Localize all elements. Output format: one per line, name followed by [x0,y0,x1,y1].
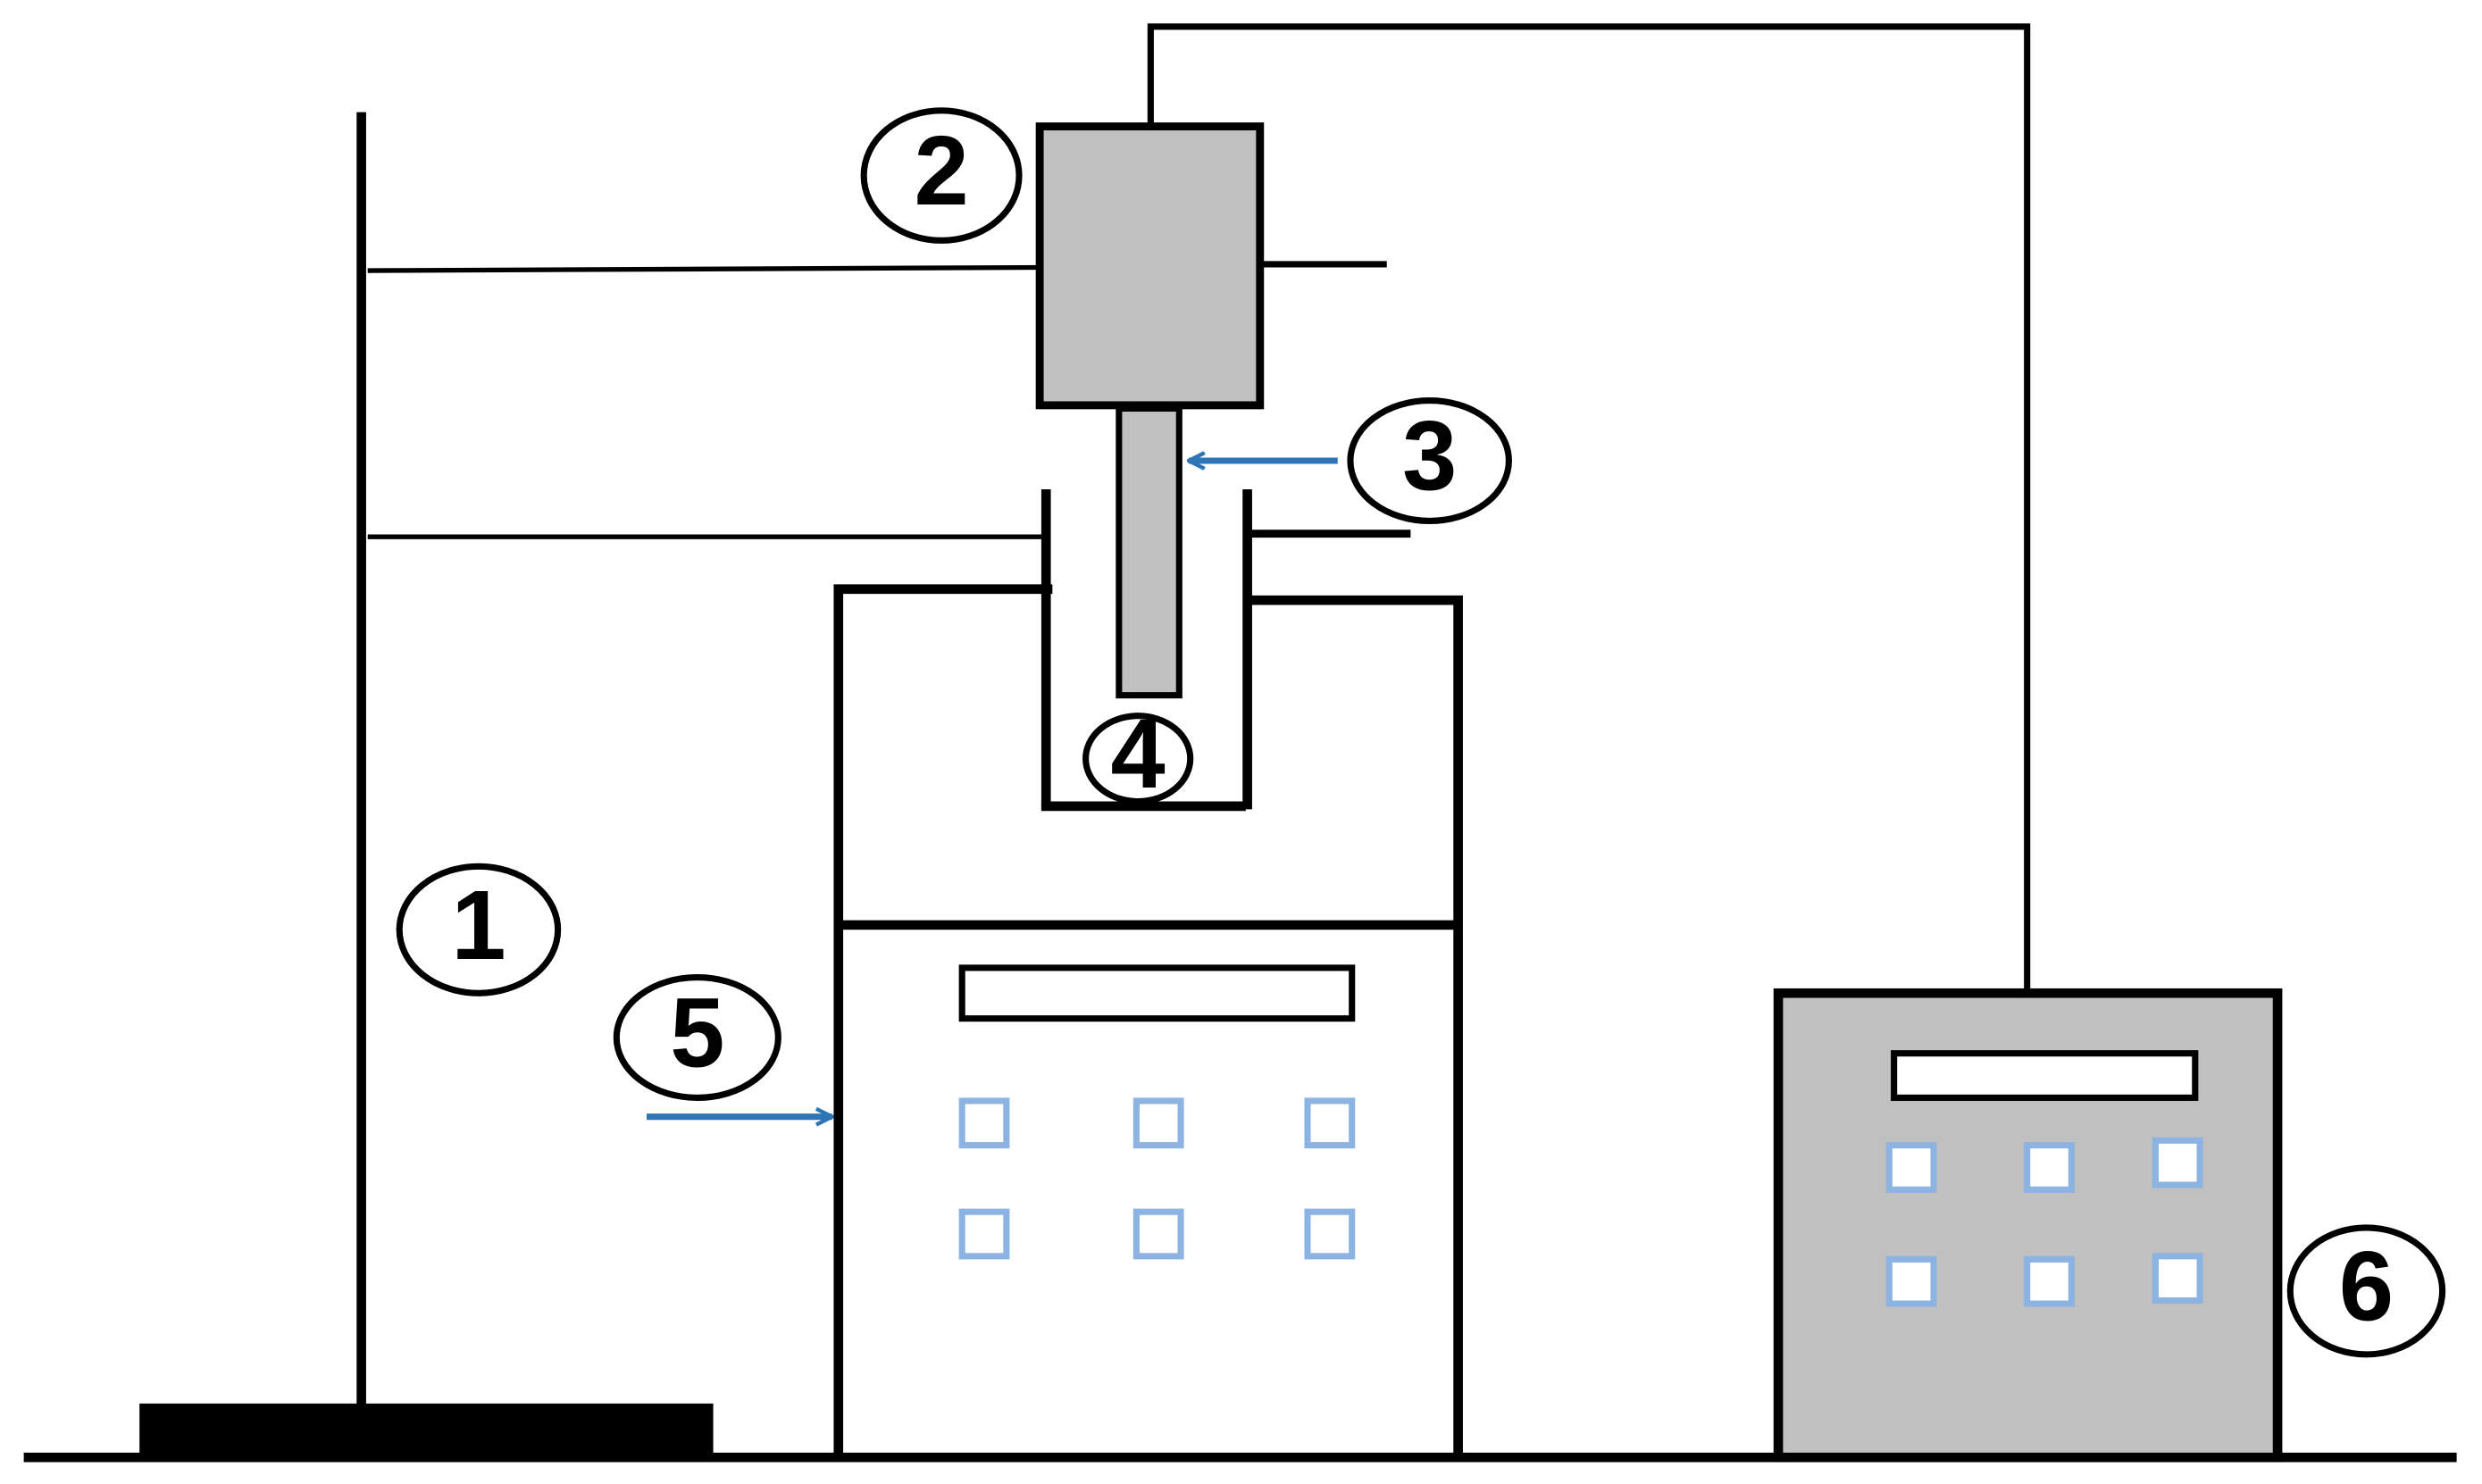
generator-button [2024,1142,2075,1193]
callout-label-1: 1 [451,871,506,980]
reaction-vessel [1040,488,1411,812]
callout-ellipse [2286,1224,2446,1358]
bath-outline-right [1247,595,1463,1458]
bath-button [1132,1097,1184,1149]
callout-ellipse [1347,397,1512,524]
generator-button [1885,1142,1937,1193]
ultrasonic-transducer [1035,122,1387,410]
generator-button [2024,1255,2075,1307]
ultrasonic-probe [1116,404,1183,699]
connection-cable [1147,23,2031,994]
callout-ellipse [396,863,562,996]
bath-display [958,964,1356,1022]
callout-label-3: 3 [1402,402,1457,512]
callout-3: 3 [1347,397,1512,524]
callout-5: 5 [613,973,781,1101]
bath-button [958,1097,1010,1149]
support-stand [139,112,1041,1458]
callout-label-2: 2 [915,116,969,226]
generator-button [2152,1137,2203,1188]
callout-4: 4 [1082,699,1194,809]
callout-ellipse [1082,713,1194,805]
callout-label-5: 5 [670,979,724,1088]
generator-display [1891,1050,2199,1101]
callout-6: 6 [2286,1224,2446,1358]
bath-button [958,1208,1010,1260]
generator-button-grid [1885,1137,2203,1307]
stand-base [139,1403,714,1458]
transducer-body [1035,122,1265,410]
callout-2: 2 [860,107,1023,244]
ultrasonic-generator [1773,988,2283,1463]
upper-clamp-arm [367,264,1041,273]
callout-ellipse [860,107,1023,244]
callout-label-6: 6 [2339,1232,2394,1342]
bath-button [1132,1208,1184,1260]
generator-button [1885,1255,1937,1307]
callout-1: 1 [396,863,562,996]
bath-button [1304,1097,1356,1149]
callout-label-4: 4 [1111,699,1166,809]
bath-outline-left [833,584,1053,1458]
bath-button-grid [958,1097,1356,1260]
water-bath [833,584,1463,1458]
generator-button [2152,1253,2203,1305]
callout-ellipse [613,973,781,1101]
bath-button [1304,1208,1356,1260]
